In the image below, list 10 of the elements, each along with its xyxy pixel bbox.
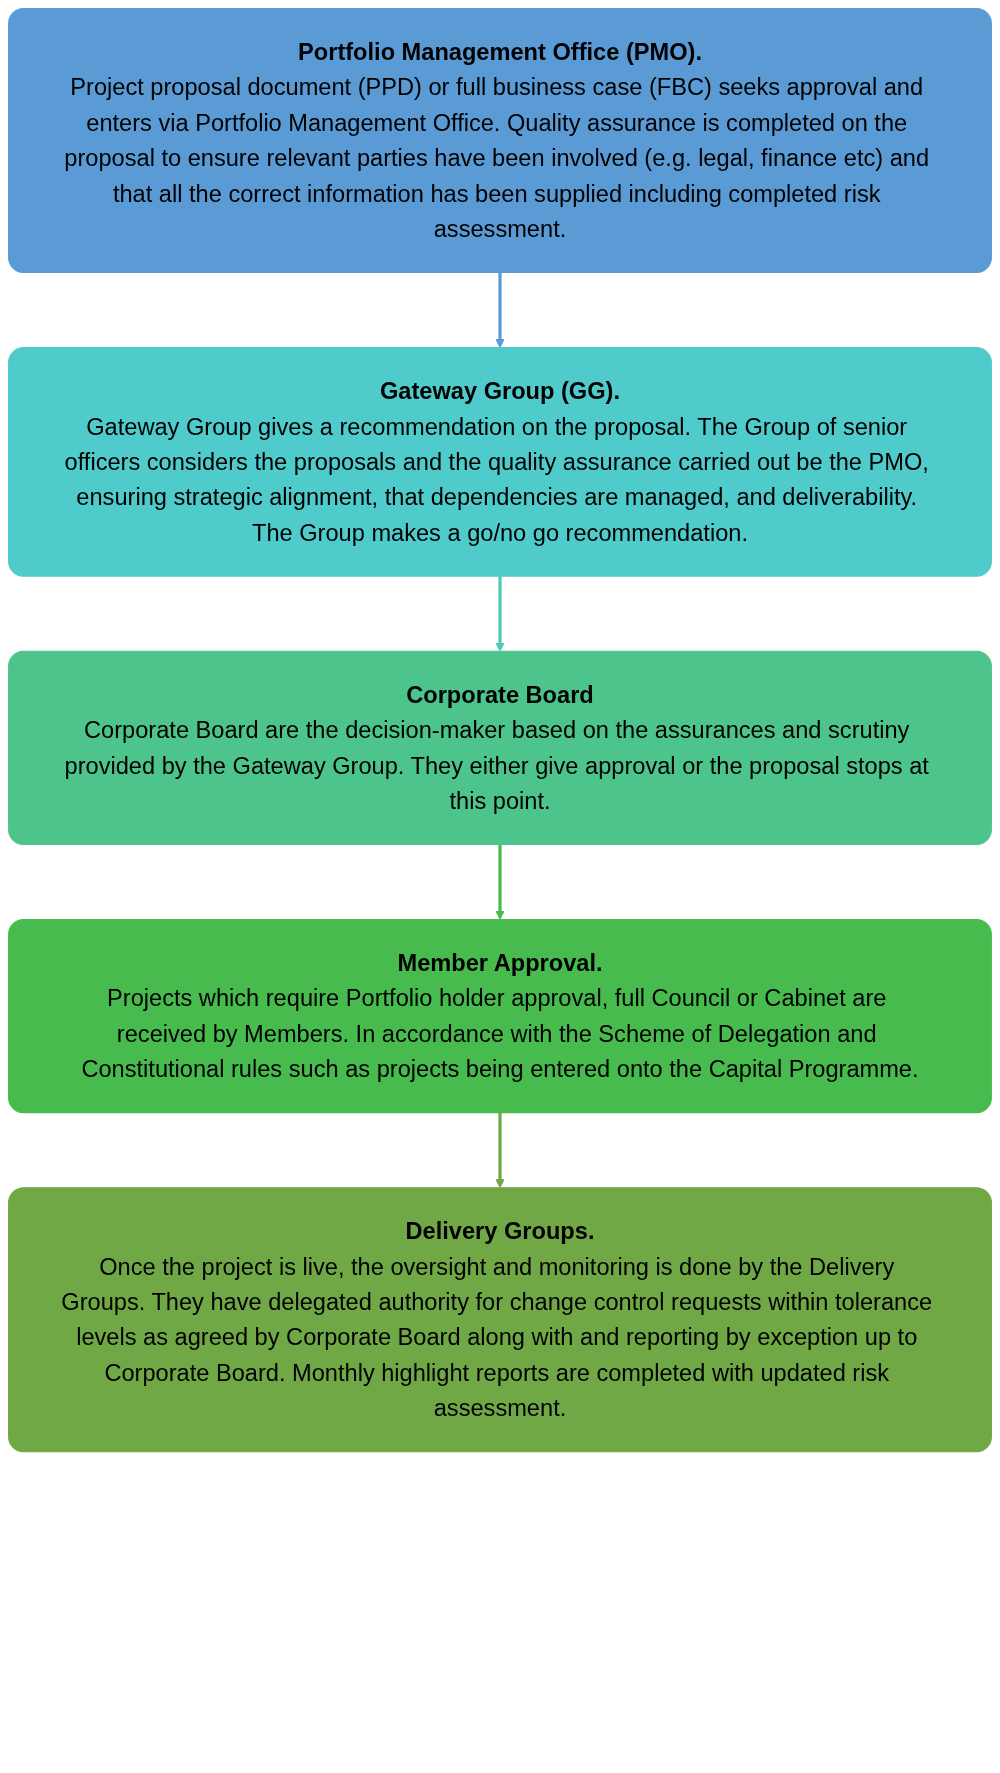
arrow: [495, 576, 505, 652]
arrow: [495, 1112, 505, 1189]
arrow: [495, 844, 505, 920]
node-box: [8, 347, 992, 577]
node-box: [8, 1187, 992, 1453]
node-box: [8, 650, 992, 845]
arrow: [495, 272, 505, 349]
flowchart: Portfolio Management Office (PMO). Project proposal document (PPD) or full business case (FBC) seeks approval and enters via Portfolio Management Office. Quality assurance is completed on the proposal to ensure relevant parties have been involved (e.g. legal, finance etc) and that all the correct information has been supplied including completed risk assessment. Gateway Group (GG). Gateway Group gives a recommendation on the proposal. The Group of senior officers considers the proposals and the quality assurance carried out be the PMO, ensuring strategic alignment, that dependencies are managed, and deliverability. The Group makes a go/no go recommendation. Corporate Board Corporate Board are the decision-maker based on the assurances and scrutiny provided by the Gateway Group. They either give approval or the proposal stops at this point. Member Approval. Projects which require Portfolio holder approval, full Council or Cabinet are received by Members. In accordance with the Scheme of Delegation and Constitutional rules such as projects being entered onto the Capital Programme. Delivery Groups. Once the project is live, the oversight and monitoring is done by the Delivery Groups. They have delegated authority for change control requests within tolerance levels as agreed by Corporate Board along with and reporting by exception up to Corporate Board. Monthly highlight reports are completed with updated risk assessment.: [0, 0, 1000, 1461]
node-box: [8, 919, 992, 1114]
node-box: [8, 8, 992, 274]
